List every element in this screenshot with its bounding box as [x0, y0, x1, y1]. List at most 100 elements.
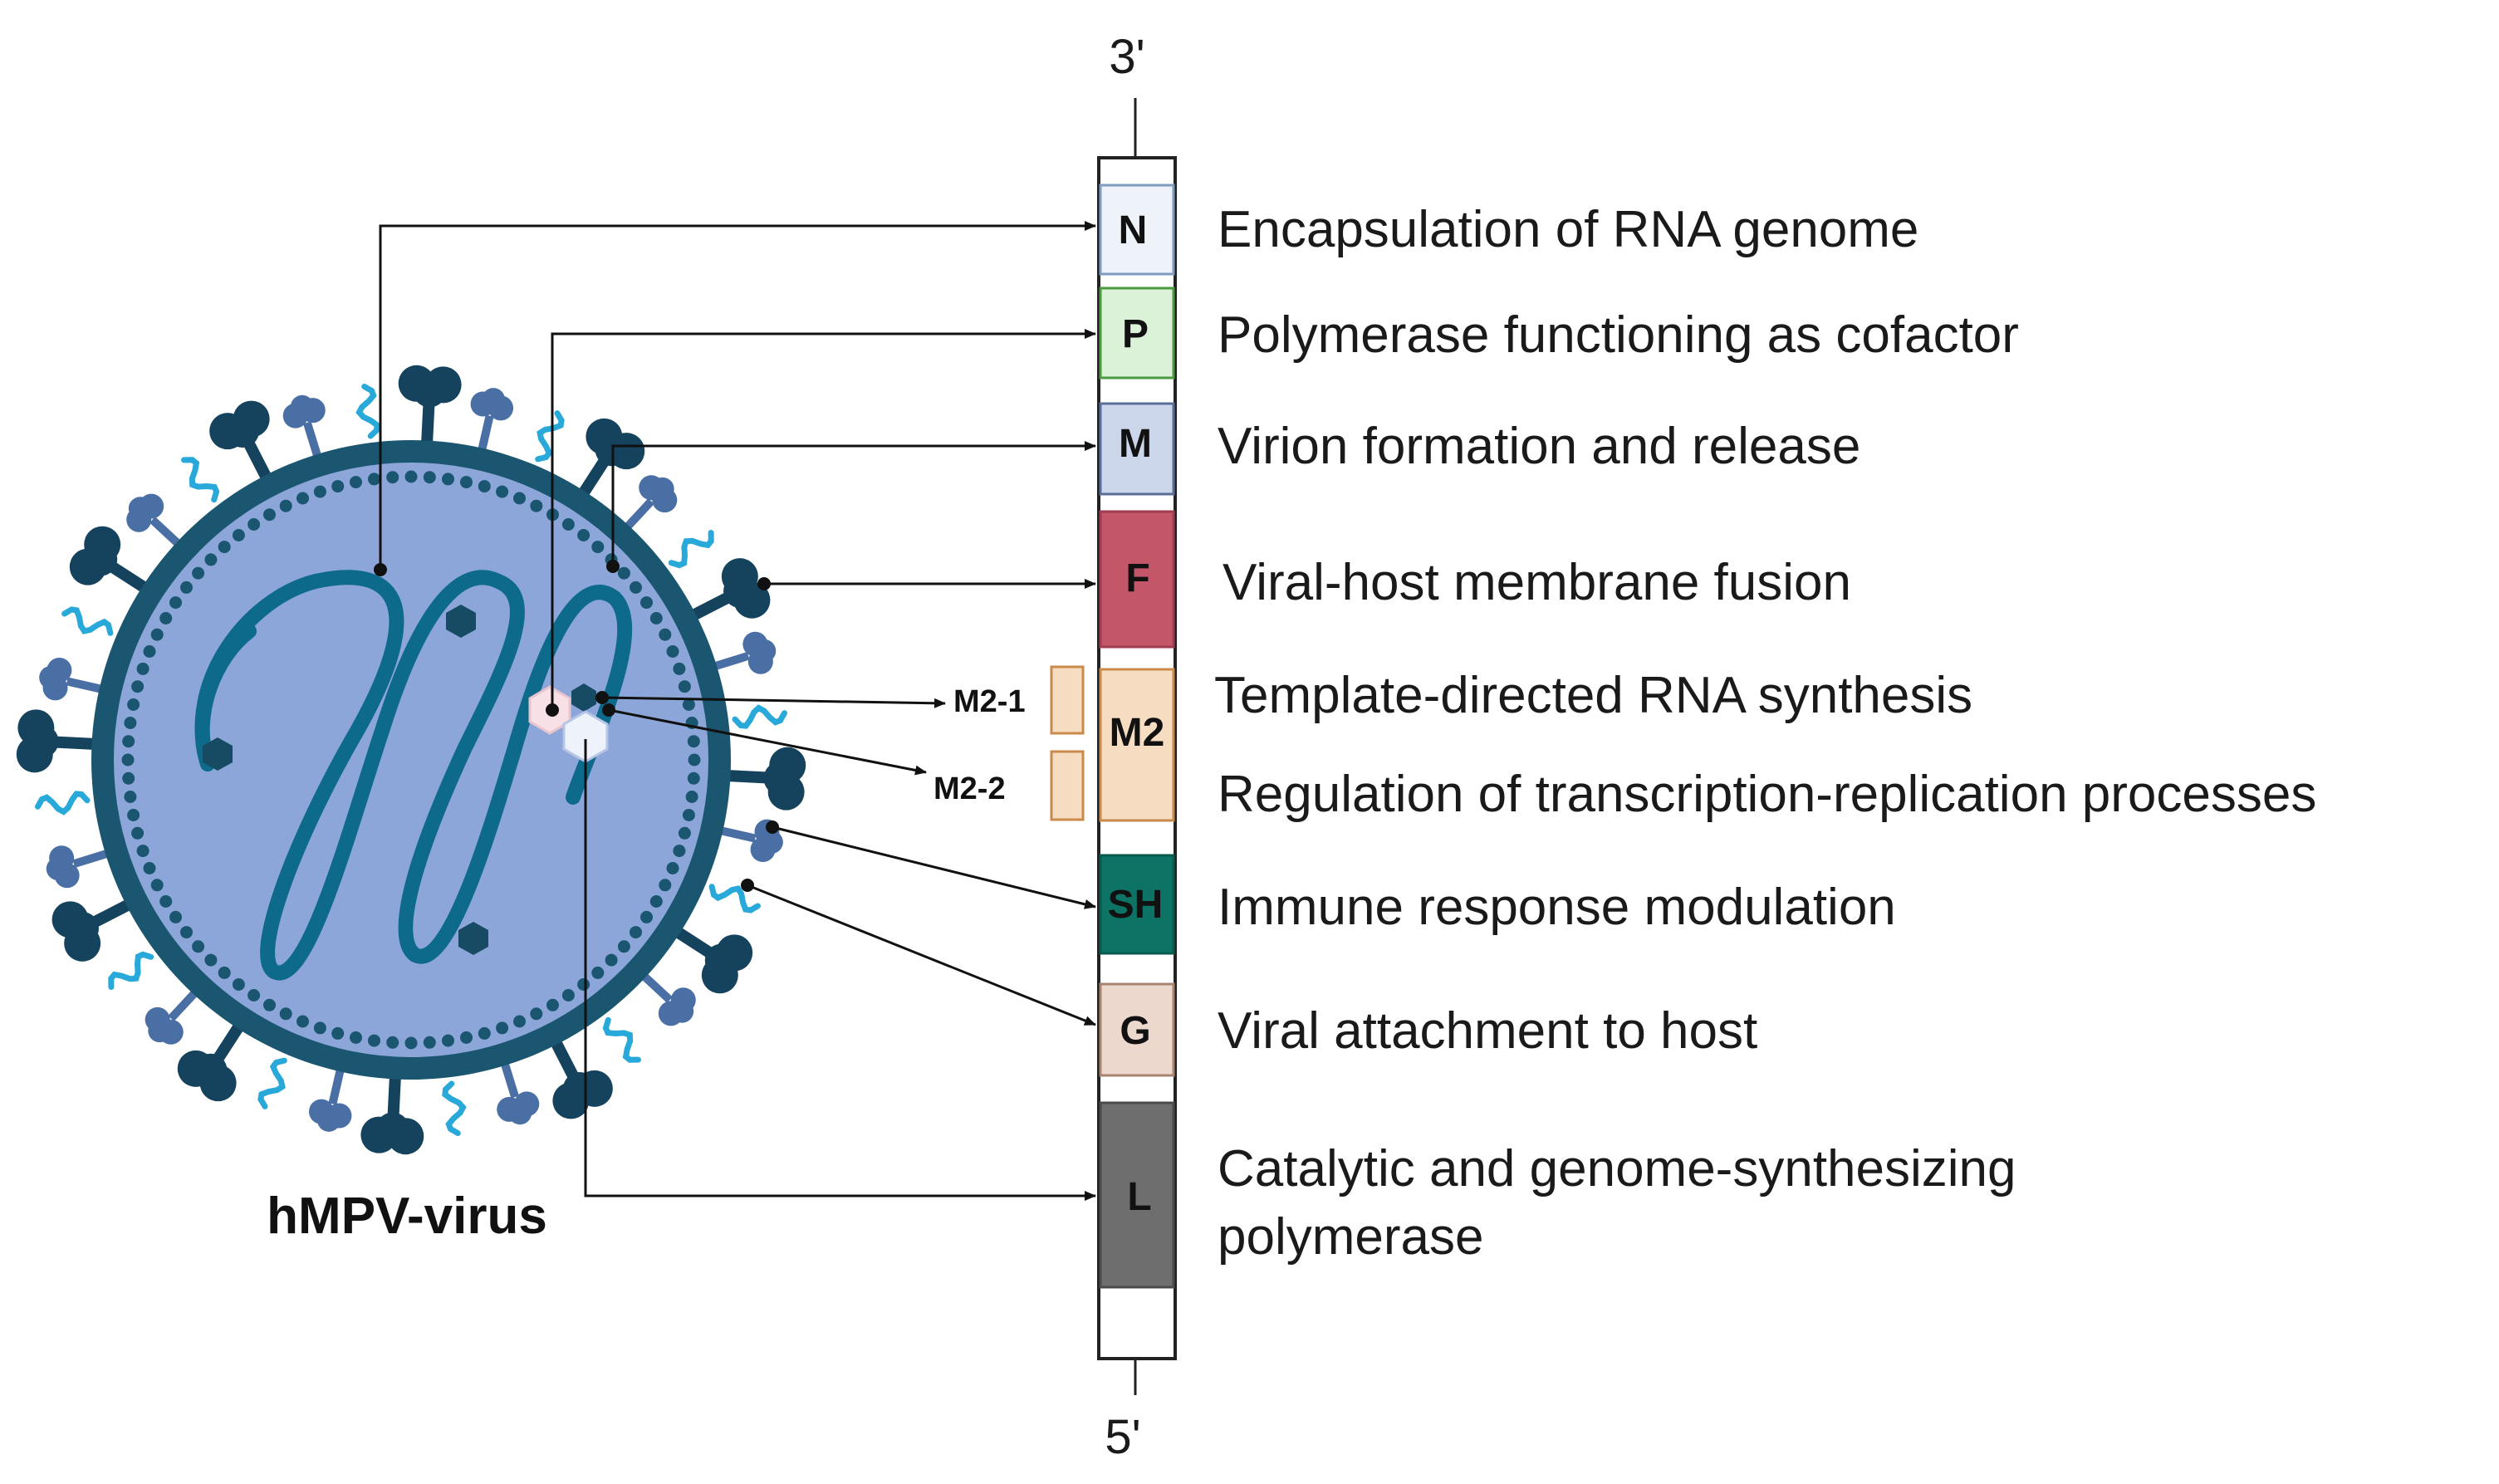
arrow-m2-2	[608, 708, 927, 776]
matrix-dot	[513, 1015, 526, 1028]
sh-protein-squiggle	[355, 384, 380, 439]
matrix-dot	[192, 566, 205, 580]
gene-label-n: N	[1119, 208, 1148, 252]
arrow-m2-1	[601, 696, 946, 708]
gene-label-g: G	[1120, 1009, 1150, 1053]
sh-protein-squiggle	[732, 704, 787, 729]
matrix-dot	[131, 680, 145, 693]
matrix-dot	[617, 566, 630, 580]
desc-g: Viral attachment to host	[1218, 1002, 1757, 1060]
matrix-dot	[136, 845, 149, 858]
matrix-dot	[682, 809, 695, 821]
sh-protein-squiggle	[708, 884, 761, 913]
g-glycoprotein	[126, 493, 186, 551]
matrix-dot	[666, 645, 679, 658]
gene-label-p: P	[1122, 312, 1149, 356]
matrix-dot	[150, 879, 164, 892]
f-spike-glycoprotein	[722, 747, 806, 811]
matrix-dot	[496, 485, 509, 498]
gene-box-l	[1099, 1101, 1175, 1289]
matrix-dot	[218, 966, 231, 979]
matrix-dot	[296, 492, 309, 505]
matrix-dot	[640, 596, 653, 610]
matrix-dot	[460, 476, 473, 489]
matrix-dot	[232, 529, 245, 541]
gene-box-p	[1099, 287, 1175, 380]
sh-protein-squiggle	[108, 951, 154, 990]
matrix-dot	[546, 998, 559, 1011]
matrix-dot	[530, 499, 543, 512]
matrix-dot	[331, 1026, 345, 1040]
m2-2-label: M2-2	[933, 771, 1006, 806]
matrix-dot	[313, 485, 326, 498]
matrix-dot	[350, 1031, 362, 1044]
connector-arrows	[374, 221, 1096, 1201]
m2-2-box	[1050, 750, 1085, 821]
matrix-dot	[687, 771, 700, 785]
arrow-n	[379, 221, 1096, 570]
arrow-m-origin	[606, 560, 620, 573]
matrix-dot	[192, 940, 205, 953]
sh-protein-squiggle	[535, 410, 565, 463]
gene-label-f: F	[1125, 556, 1149, 600]
g-glycoprotein	[282, 394, 326, 464]
rnp-complex-4	[571, 683, 596, 712]
matrix-dot	[169, 596, 182, 610]
desc-f: Viral-host membrane fusion	[1223, 554, 1851, 611]
gene-label-sh: SH	[1108, 883, 1164, 927]
sh-protein-squiggle	[35, 791, 91, 815]
matrix-dot	[124, 791, 137, 803]
gene-label-m2: M2	[1110, 711, 1165, 755]
arrow-p	[551, 329, 1096, 710]
f-spike-glycoprotein	[16, 709, 100, 773]
g-glycoprotein	[497, 1055, 540, 1125]
f-spike-glycoprotein	[360, 1070, 424, 1155]
sh-protein-squiggle	[602, 1016, 641, 1063]
matrix-dot	[649, 612, 663, 624]
matrix-dot	[159, 895, 173, 908]
arrow-m2-2-origin	[602, 703, 615, 717]
matrix-dot	[127, 698, 140, 711]
matrix-dot	[605, 953, 618, 967]
sh-protein-squiggle	[668, 530, 714, 569]
end-5-label: 5'	[1105, 1410, 1140, 1464]
matrix-dot	[617, 940, 630, 953]
matrix-dot	[122, 735, 135, 748]
sh-protein-squiggle	[257, 1057, 287, 1109]
matrix-dot	[673, 662, 686, 675]
matrix-dot	[678, 826, 691, 840]
desc-m: Virion formation and release	[1218, 418, 1860, 475]
matrix-dot	[122, 771, 135, 785]
matrix-dot	[659, 628, 672, 641]
arrow-n-origin	[374, 563, 387, 576]
matrix-dot	[159, 612, 173, 624]
matrix-dot	[386, 471, 399, 484]
matrix-dot	[530, 1007, 543, 1021]
matrix-dot	[442, 473, 454, 486]
matrix-dot	[121, 753, 135, 766]
matrix-dot	[180, 580, 193, 594]
arrow-m2-1-origin	[595, 691, 609, 704]
m2-1-label: M2-1	[953, 684, 1026, 719]
desc-p: Polymerase functioning as cofactor	[1218, 306, 2019, 364]
f-spike-glycoprotein	[398, 365, 462, 449]
matrix-dot	[630, 926, 642, 939]
matrix-dot	[577, 529, 590, 541]
gene-box-sh	[1099, 854, 1175, 955]
f-spike-glycoprotein	[51, 896, 137, 962]
matrix-dot	[169, 910, 182, 923]
matrix-dot	[478, 480, 491, 493]
matrix-dot	[150, 628, 164, 641]
matrix-dot	[666, 862, 679, 874]
matrix-dot	[404, 1036, 418, 1050]
virus-title: hMPV-virus	[267, 1188, 547, 1245]
g-glycoprotein	[707, 631, 777, 674]
arrow-g	[747, 884, 1096, 1026]
gene-box-g	[1099, 982, 1175, 1077]
matrix-dot	[423, 471, 436, 484]
matrix-dot	[478, 1026, 491, 1040]
m2-1-box	[1050, 665, 1085, 735]
desc-n: Encapsulation of RNA genome	[1218, 201, 1918, 258]
arrow-f-origin	[757, 577, 771, 590]
